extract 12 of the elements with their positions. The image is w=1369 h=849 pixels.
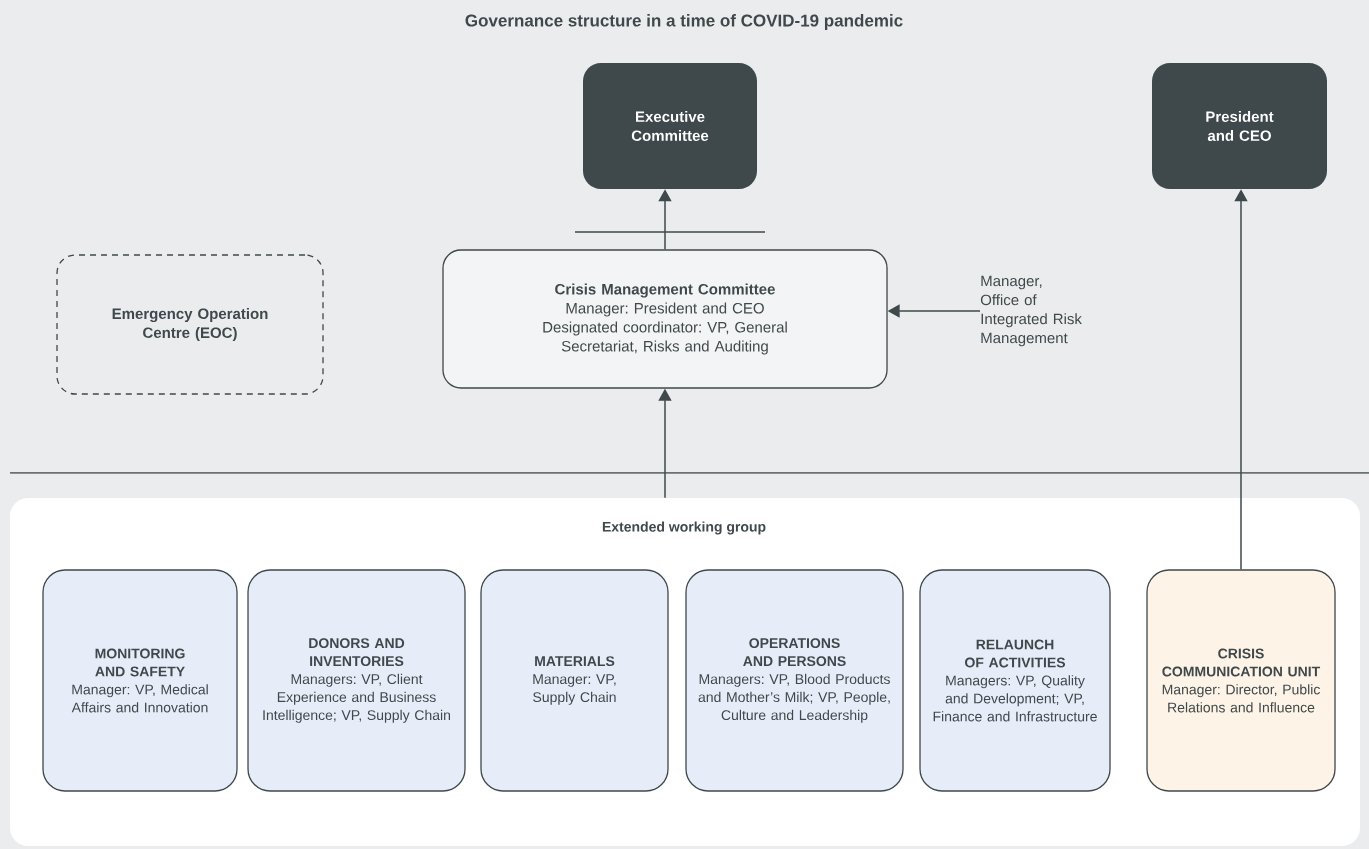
side-note: Manager, Office of Integrated Risk Management — [980, 275, 1082, 347]
group-box: MATERIALS Manager: VP, Supply Chain — [480, 569, 669, 792]
group-box: CRISIS COMMUNICATION UNIT Manager: Director, Public Relations and Influence — [1146, 569, 1336, 792]
title: Governance structure in a time of COVID-19 pandemic — [465, 14, 903, 30]
committee-box: Executive Committee — [583, 63, 757, 189]
group-box: OPERATIONS AND PERSONS Managers: VP, Blood Products and Mother’s Milk; VP, People, Culture and Leadership — [685, 569, 904, 792]
dashed-box: Emergency Operation Centre (EOC) — [56, 254, 324, 395]
group-box: MONITORING AND SAFETY Manager: VP, Medical Affairs and Innovation — [42, 569, 238, 792]
committee-box: President and CEO — [1152, 63, 1327, 189]
group-box: DONORS AND INVENTORIES Managers: VP, Client Experience and Business Intelligence; VP, Supply Chain — [247, 569, 466, 792]
group-box: RELAUNCH OF ACTIVITIES Managers: VP, Quality and Development; VP, Finance and Infrastructure — [919, 569, 1111, 792]
committee-box: Crisis Management Committee Manager: President and CEO Designated coordinator: VP, General Secretariat, Risks and Auditing — [442, 249, 888, 389]
